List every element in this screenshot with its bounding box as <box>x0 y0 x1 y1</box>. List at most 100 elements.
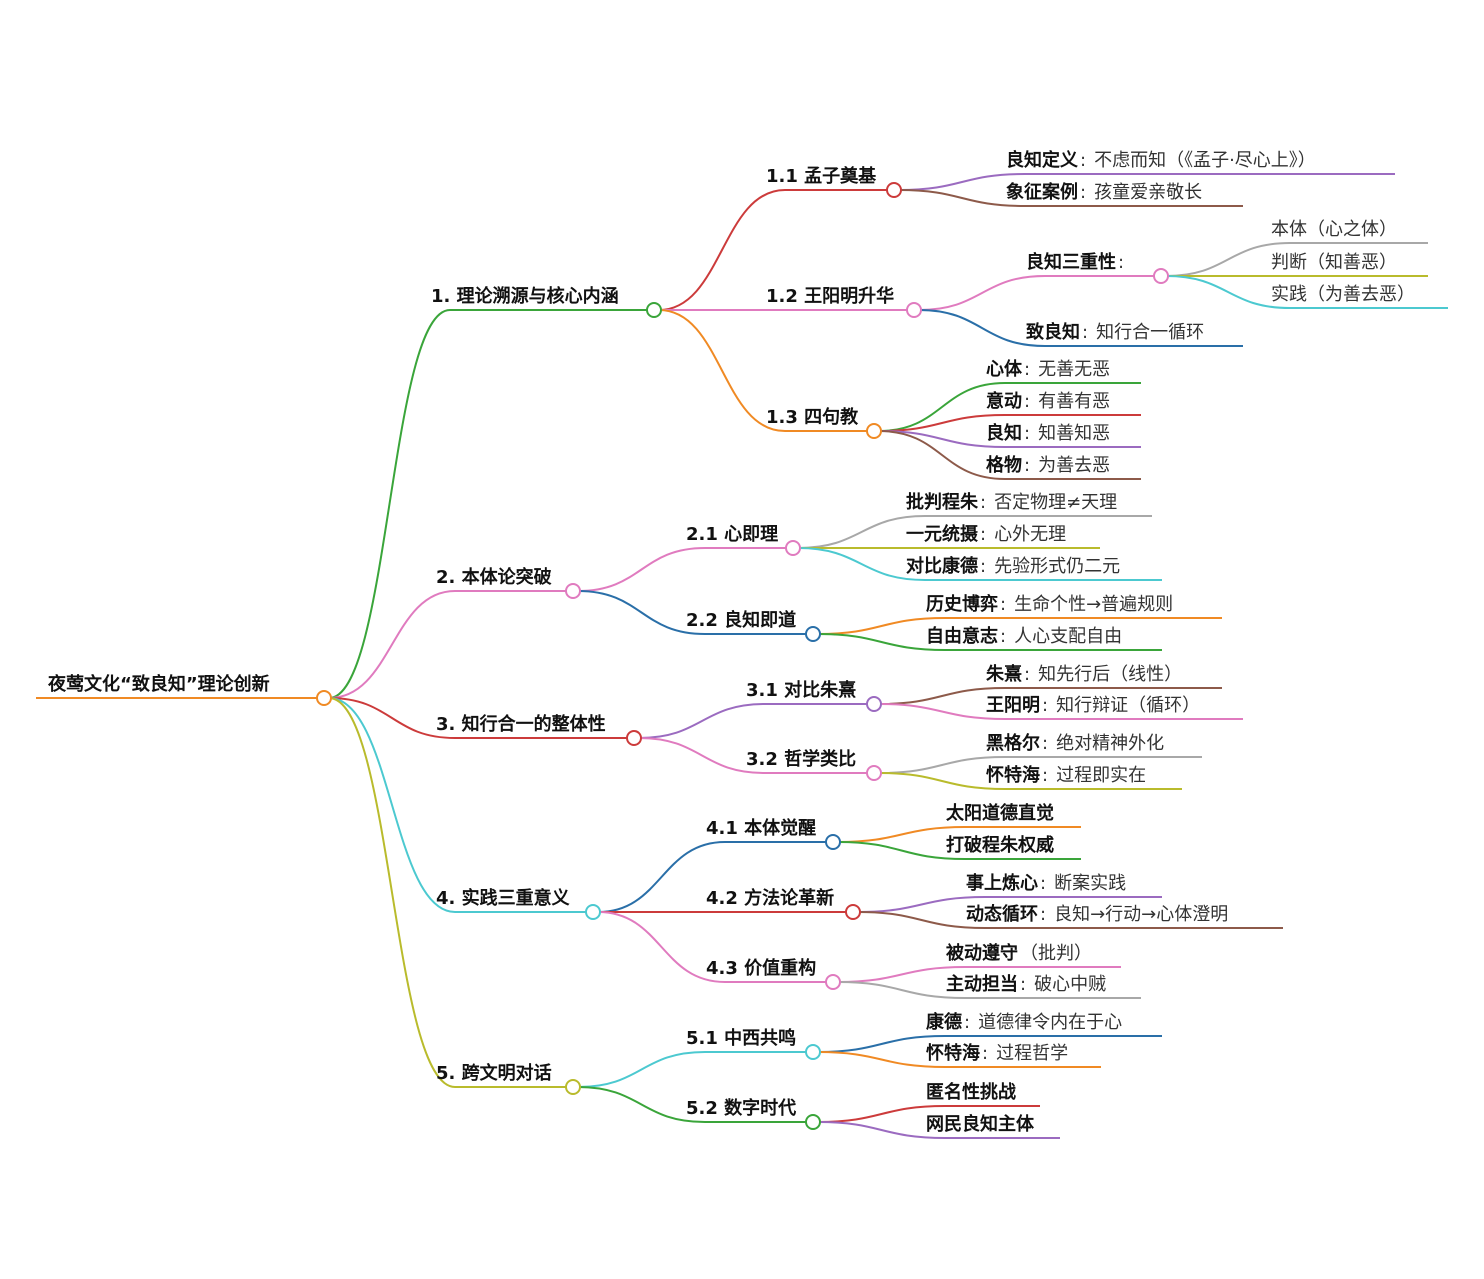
node-n3[interactable]: 3. 知行合一的整体性 <box>436 713 606 735</box>
node-n2-1-3[interactable]: 对比康德:先验形式仍二元 <box>906 555 1120 577</box>
node-n4-1-2[interactable]: 打破程朱权威 <box>946 834 1054 856</box>
node-n3-1-2[interactable]: 王阳明:知行辩证（循环） <box>986 695 1200 716</box>
node-n2-1[interactable]: 2.1 心即理 <box>686 524 778 545</box>
collapse-toggle-icon[interactable] <box>805 1114 821 1130</box>
node-n3-1-1[interactable]: 朱熹:知先行后（线性） <box>986 663 1182 685</box>
collapse-toggle-icon[interactable] <box>866 765 882 781</box>
node-n5-2-1[interactable]: 匿名性挑战 <box>926 1081 1016 1103</box>
node-n5-1[interactable]: 5.1 中西共鸣 <box>686 1027 796 1049</box>
collapse-toggle-icon[interactable] <box>316 690 332 706</box>
branch-line <box>658 309 873 432</box>
collapse-toggle-icon[interactable] <box>906 302 922 318</box>
node-n1-2-1-1[interactable]: 本体（心之体） <box>1271 219 1397 240</box>
node-n4-1-1[interactable]: 太阳道德直觉 <box>946 802 1054 824</box>
node-n4-3-2[interactable]: 主动担当:破心中贼 <box>946 973 1106 995</box>
branch-line <box>817 1051 1101 1068</box>
node-label: 王阳明:知行辩证（循环） <box>986 695 1200 716</box>
node-n2-1-1[interactable]: 批判程朱:否定物理≠天理 <box>906 491 1117 513</box>
node-label: 2. 本体论突破 <box>436 566 552 588</box>
label-separator: : <box>980 524 986 545</box>
collapse-toggle-icon[interactable] <box>1153 268 1169 284</box>
node-label: 3.2 哲学类比 <box>746 748 856 770</box>
node-n1-3-1[interactable]: 心体:无善无恶 <box>986 358 1110 380</box>
collapse-toggle-icon[interactable] <box>565 1079 581 1095</box>
node-n1-3-2[interactable]: 意动:有善有恶 <box>986 390 1110 412</box>
node-root[interactable]: 夜莺文化“致良知”理论创新 <box>47 673 270 695</box>
label-key: 良知 <box>986 422 1022 444</box>
node-n4-2[interactable]: 4.2 方法论革新 <box>706 887 834 909</box>
label-separator: : <box>1042 765 1048 786</box>
node-n2-2[interactable]: 2.2 良知即道 <box>686 609 796 631</box>
label-value: 实践（为善去恶） <box>1271 284 1415 305</box>
node-n1-3-3[interactable]: 良知:知善知恶 <box>986 422 1110 444</box>
node-n2-2-1[interactable]: 历史博弈:生命个性→普遍规则 <box>926 593 1173 615</box>
collapse-toggle-icon[interactable] <box>805 626 821 642</box>
collapse-toggle-icon[interactable] <box>886 182 902 198</box>
collapse-toggle-icon[interactable] <box>626 730 642 746</box>
node-n1[interactable]: 1. 理论溯源与核心内涵 <box>431 285 619 307</box>
label-separator: : <box>1000 594 1006 615</box>
node-n1-3-4[interactable]: 格物:为善去恶 <box>986 454 1110 476</box>
node-n2-1-2[interactable]: 一元统摄:心外无理 <box>906 523 1066 545</box>
node-n1-2[interactable]: 1.2 王阳明升华 <box>766 285 894 307</box>
node-n4-1[interactable]: 4.1 本体觉醒 <box>706 817 816 839</box>
collapse-toggle-icon[interactable] <box>845 904 861 920</box>
label-key: 4.1 本体觉醒 <box>706 817 816 839</box>
node-n4-2-1[interactable]: 事上炼心:断案实践 <box>966 872 1126 894</box>
branch-line <box>817 617 1222 635</box>
node-label: 对比康德:先验形式仍二元 <box>906 555 1120 577</box>
label-key: 致良知 <box>1026 321 1080 343</box>
node-n5-1-2[interactable]: 怀特海:过程哲学 <box>926 1042 1068 1064</box>
node-n1-2-1-2[interactable]: 判断（知善恶） <box>1271 252 1397 273</box>
node-n1-1-2[interactable]: 象征案例:孩童爱亲敬长 <box>1006 181 1202 203</box>
label-key: 4. 实践三重意义 <box>436 887 570 909</box>
branch-line <box>837 841 1081 860</box>
collapse-toggle-icon[interactable] <box>646 302 662 318</box>
node-label: 本体（心之体） <box>1271 219 1397 240</box>
label-key: 打破程朱权威 <box>946 834 1054 856</box>
node-n5[interactable]: 5. 跨文明对话 <box>436 1062 552 1084</box>
node-n5-2-2[interactable]: 网民良知主体 <box>926 1113 1035 1135</box>
node-n1-2-1-3[interactable]: 实践（为善去恶） <box>1271 284 1415 305</box>
node-n1-1[interactable]: 1.1 孟子奠基 <box>766 165 877 187</box>
node-label: 3. 知行合一的整体性 <box>436 713 606 735</box>
node-n3-2-2[interactable]: 怀特海:过程即实在 <box>986 764 1146 786</box>
collapse-toggle-icon[interactable] <box>825 834 841 850</box>
branch-line <box>837 981 1141 999</box>
label-key: 3.2 哲学类比 <box>746 748 856 770</box>
node-n4-3[interactable]: 4.3 价值重构 <box>706 957 816 979</box>
label-value: 有善有恶 <box>1038 391 1110 412</box>
node-label: 实践（为善去恶） <box>1271 284 1415 305</box>
collapse-toggle-icon[interactable] <box>585 904 601 920</box>
node-n1-2-2[interactable]: 致良知:知行合一循环 <box>1026 321 1204 343</box>
node-label: 心体:无善无恶 <box>986 358 1110 380</box>
collapse-toggle-icon[interactable] <box>825 974 841 990</box>
node-n3-1[interactable]: 3.1 对比朱熹 <box>746 679 856 701</box>
node-n1-3[interactable]: 1.3 四句教 <box>766 406 859 428</box>
node-label: 一元统摄:心外无理 <box>906 523 1066 545</box>
node-n2[interactable]: 2. 本体论突破 <box>436 566 552 588</box>
label-value: 孩童爱亲敬长 <box>1094 182 1202 203</box>
node-n5-1-1[interactable]: 康德:道德律令内在于心 <box>926 1011 1122 1033</box>
collapse-toggle-icon[interactable] <box>805 1044 821 1060</box>
label-value: 良知→行动→心体澄明 <box>1054 904 1228 925</box>
collapse-toggle-icon[interactable] <box>866 423 882 439</box>
node-n3-2[interactable]: 3.2 哲学类比 <box>746 748 856 770</box>
node-n2-2-2[interactable]: 自由意志:人心支配自由 <box>926 625 1122 647</box>
node-n4-2-2[interactable]: 动态循环:良知→行动→心体澄明 <box>966 903 1228 925</box>
branch-line <box>797 547 1162 581</box>
collapse-toggle-icon[interactable] <box>785 540 801 556</box>
node-n1-2-1[interactable]: 良知三重性: <box>1026 251 1124 273</box>
collapse-toggle-icon[interactable] <box>565 583 581 599</box>
node-n4-3-1[interactable]: 被动遵守（批判） <box>946 942 1092 964</box>
node-n3-2-1[interactable]: 黑格尔:绝对精神外化 <box>986 732 1164 754</box>
node-label: 朱熹:知先行后（线性） <box>986 663 1182 685</box>
collapse-toggle-icon[interactable] <box>866 696 882 712</box>
node-n1-1-1[interactable]: 良知定义:不虑而知（《孟子·尽心上》） <box>1006 149 1316 171</box>
node-n4[interactable]: 4. 实践三重意义 <box>436 887 570 909</box>
label-key: 2.1 心即理 <box>686 524 778 545</box>
node-n5-2[interactable]: 5.2 数字时代 <box>686 1097 796 1119</box>
node-label: 4.2 方法论革新 <box>706 887 834 909</box>
node-label: 1.3 四句教 <box>766 406 859 428</box>
